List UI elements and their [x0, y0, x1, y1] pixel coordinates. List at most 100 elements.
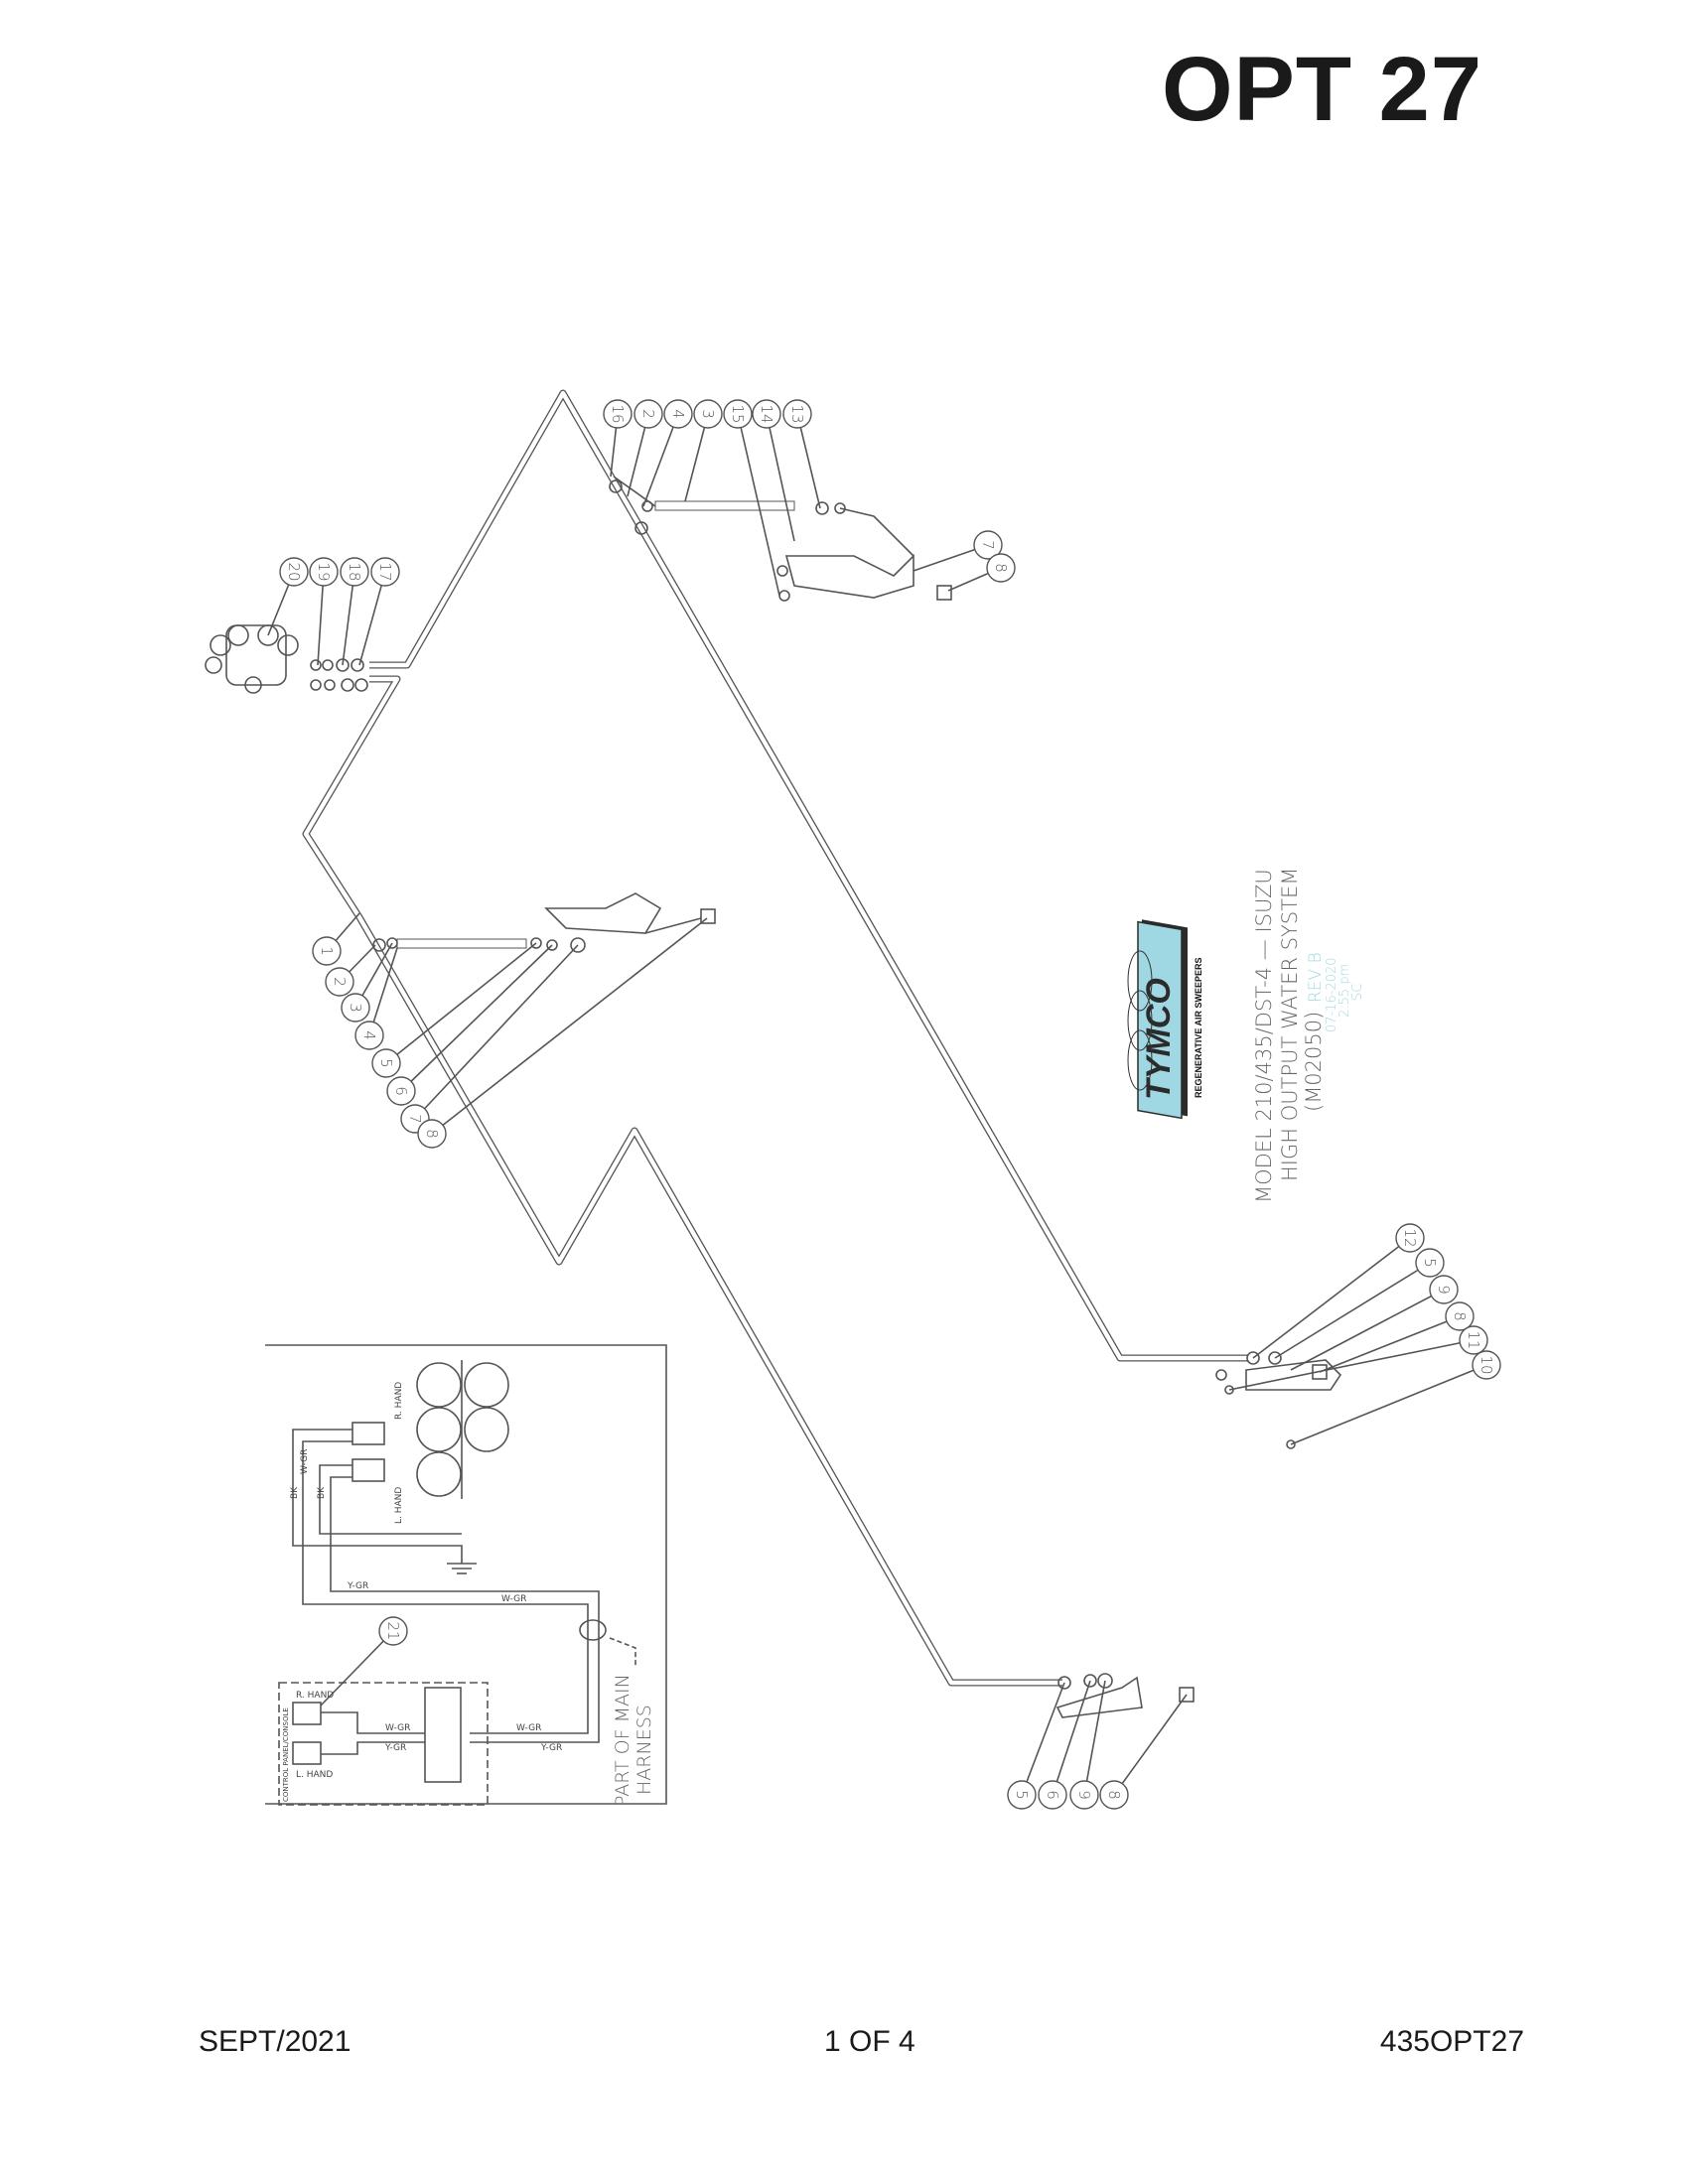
callout-8: 8 [1445, 1301, 1475, 1331]
leader-line [737, 413, 780, 597]
leader-line [1290, 1364, 1487, 1445]
callout-number: 2 [639, 409, 657, 419]
leader-line [342, 571, 355, 666]
callout-9: 9 [1069, 1780, 1099, 1810]
callout-circle [693, 399, 723, 429]
callout-20: 20 [279, 557, 309, 587]
callout-circle [1395, 1223, 1425, 1253]
switch-r-hand [292, 1702, 322, 1725]
control-panel-outline [278, 1682, 489, 1806]
label-panel-w-gr: W-GR [385, 1723, 410, 1733]
callout-circle [341, 993, 370, 1023]
callout-number: 12 [1401, 1228, 1419, 1247]
leader-line [431, 917, 708, 1135]
callout-circle [603, 399, 633, 429]
callout-3: 3 [693, 399, 723, 429]
callout-circle [1007, 1780, 1037, 1810]
callout-5: 5 [371, 1048, 401, 1078]
switch-l-hand [292, 1741, 322, 1765]
callout-8: 8 [986, 553, 1016, 583]
leader-line [1052, 1680, 1091, 1796]
leader-line [1290, 1289, 1445, 1371]
callout-11: 11 [1459, 1325, 1488, 1355]
system-line: HIGH OUTPUT WATER SYSTEM [1278, 868, 1302, 1181]
callout-13: 13 [782, 399, 812, 429]
callout-14: 14 [752, 399, 781, 429]
callout-number: 20 [285, 562, 303, 581]
label-r-hand: R. HAND [394, 1382, 404, 1420]
valve-block [416, 1360, 509, 1499]
callout-4: 4 [663, 399, 693, 429]
drawing-time: 2:55 pm [1337, 964, 1352, 1018]
callout-9: 9 [1429, 1275, 1459, 1304]
callout-3: 3 [341, 993, 370, 1023]
callout-number: 8 [1105, 1790, 1123, 1800]
callout-number: 3 [699, 409, 717, 419]
nozzle-assembly-left [372, 892, 716, 953]
page-title: OPT 27 [1162, 39, 1483, 140]
footer-doc-number: 435OPT27 [1379, 2025, 1524, 2058]
callout-16: 16 [603, 399, 633, 429]
callout-number: 16 [609, 404, 627, 423]
label-panel-y-gr: Y-GR [384, 1743, 406, 1753]
callout-circle [386, 1076, 416, 1106]
callout-4: 4 [354, 1021, 384, 1050]
callout-circle [986, 553, 1016, 583]
callout-2: 2 [633, 399, 663, 429]
callout-circle [1038, 1780, 1067, 1810]
callout-number: 9 [1435, 1285, 1453, 1295]
leader-line [1083, 1680, 1106, 1796]
model-line: MODEL 210/435/DST-4 — ISUZU [1252, 869, 1276, 1203]
callout-8: 8 [1099, 1780, 1129, 1810]
callout-5: 5 [1415, 1248, 1445, 1278]
label-y-gr-run: Y-GR [347, 1581, 368, 1591]
label-control-panel: CONTROL PANEL/CONSOLE [282, 1707, 290, 1802]
callout-number: 4 [669, 409, 687, 419]
callout-number: 6 [392, 1086, 410, 1096]
callout-number: 8 [992, 563, 1010, 573]
callout-2: 2 [325, 967, 354, 997]
drafter-initials: SC [1350, 984, 1365, 1001]
callout-circle [1459, 1325, 1488, 1355]
leader-line [796, 413, 821, 509]
callout-number: 9 [1075, 1790, 1093, 1800]
callout-12: 12 [1395, 1223, 1425, 1253]
label-panel-r-hand: R. HAND [296, 1691, 334, 1701]
leader-line [1319, 1315, 1461, 1373]
callout-number: 8 [1451, 1311, 1469, 1321]
callout-18: 18 [340, 557, 369, 587]
callout-circle [279, 557, 309, 587]
callout-circle [312, 936, 342, 966]
leader-line [400, 944, 553, 1092]
callout-number: 21 [384, 1621, 402, 1640]
callout-circle [340, 557, 369, 587]
callout-number: 14 [758, 404, 775, 423]
harness-label-1: PART OF MAIN [612, 1674, 633, 1807]
callout-number: 7 [979, 540, 997, 550]
callout-circle [370, 557, 400, 587]
part-number: (M02050) [1302, 1012, 1326, 1112]
callout-circle [378, 1616, 408, 1646]
leader-line [1113, 1694, 1188, 1796]
callout-10: 10 [1472, 1350, 1501, 1380]
terminal-block [424, 1687, 462, 1783]
callout-circle [1069, 1780, 1099, 1810]
leader-line [320, 1630, 394, 1706]
tymco-logo: TYMCO REGENERATIVE AIR SWEEPERS [1127, 919, 1203, 1120]
callout-circle [633, 399, 663, 429]
callout-21: 21 [378, 1616, 408, 1646]
label-w-gr-run: W-GR [501, 1594, 526, 1604]
leader-line [1252, 1237, 1411, 1359]
callout-number: 2 [331, 977, 349, 987]
label-bk-2: BK [317, 1486, 327, 1499]
callout-circle [325, 967, 354, 997]
callout-number: 8 [423, 1129, 441, 1139]
ground-symbol-icon [447, 1563, 477, 1574]
callout-number: 10 [1477, 1355, 1495, 1374]
callout-number: 15 [729, 404, 747, 423]
callout-15: 15 [723, 399, 753, 429]
logo-brand: TYMCO [1140, 978, 1178, 1100]
logo-tagline: REGENERATIVE AIR SWEEPERS [1194, 957, 1203, 1098]
leader-line [642, 413, 679, 507]
